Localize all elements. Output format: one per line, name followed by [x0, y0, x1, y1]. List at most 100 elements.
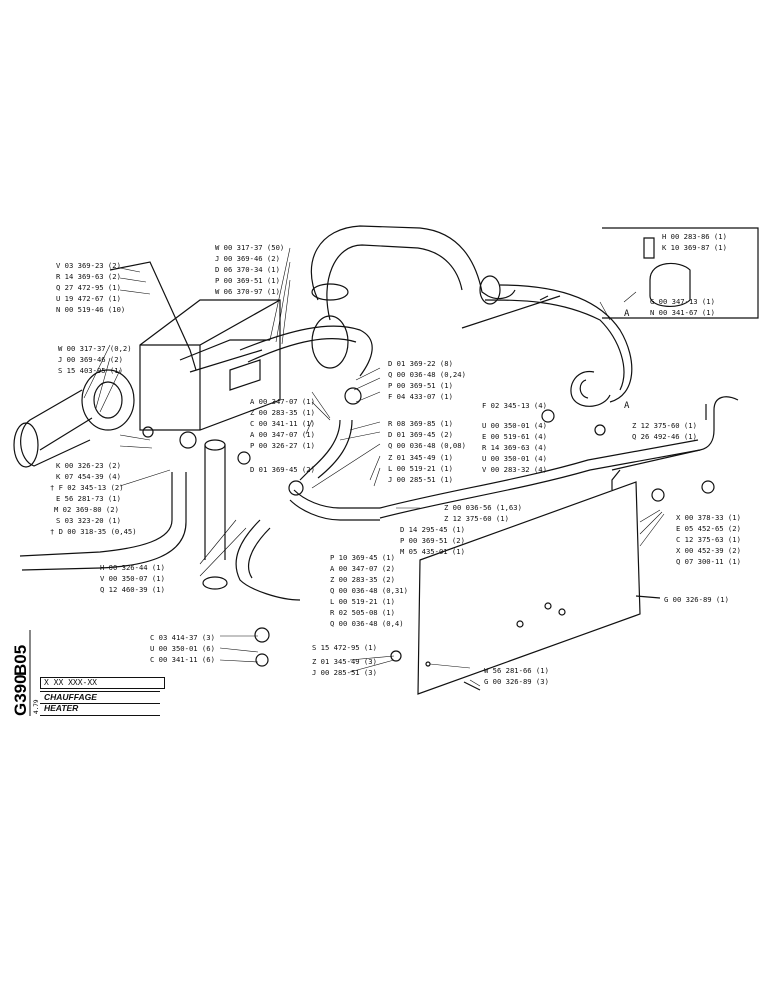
part-label: Q 27 472-95 (1) — [56, 283, 121, 292]
part-label: P 00 326-27 (1) — [250, 441, 315, 450]
part-labels: W 00 317-37 (50) J 00 369-46 (2) D 06 37… — [50, 232, 741, 686]
part-label: K 07 454-39 (4) — [56, 472, 121, 481]
part-label: X 00 378-33 (1) — [676, 513, 741, 522]
leader-lines — [83, 247, 665, 687]
center-pipe-top — [204, 439, 226, 451]
part-label: J 00 285-51 (1) — [388, 475, 453, 484]
part-label: U 00 350-01 (6) — [150, 644, 215, 653]
fitting — [344, 387, 362, 405]
title-english: HEATER — [44, 703, 79, 713]
part-label: R 08 369-85 (1) — [388, 419, 453, 428]
fitting — [142, 426, 154, 438]
part-label: G 00 347-13 (1) — [650, 297, 715, 306]
part-label: L 00 519-21 (1) — [388, 464, 453, 473]
part-label: R 14 369-63 (2) — [56, 272, 121, 281]
part-label: † D 00 318-35 (0,45) — [50, 527, 137, 536]
part-label: P 00 369-51 (1) — [215, 276, 280, 285]
part-label: F 04 433-07 (1) — [388, 392, 453, 401]
part-label: N 00 341-67 (1) — [650, 308, 715, 317]
left-hose — [19, 472, 187, 571]
inlet-mouth — [13, 422, 39, 468]
part-reference-box: X XX XXX-XX — [40, 677, 165, 689]
hose-b — [299, 419, 353, 481]
right-pipe — [379, 396, 739, 519]
part-label: K 00 326-23 (2) — [56, 461, 121, 470]
inset-frame — [602, 227, 759, 319]
part-label: A 00 347-07 (1) — [250, 397, 315, 406]
mounting-plate — [417, 481, 641, 695]
part-label: V 03 369-23 (2) — [56, 261, 121, 270]
duct-end-left — [311, 315, 349, 369]
part-label: C 12 375-63 (1) — [676, 535, 741, 544]
part-label: F 02 345-13 (4) — [482, 401, 547, 410]
duct-ring — [311, 283, 349, 301]
part-label: E 00 519-61 (4) — [482, 432, 547, 441]
part-label: Q 07 300-11 (1) — [676, 557, 741, 566]
part-label: R 02 505-08 (1) — [330, 608, 395, 617]
title-rule — [40, 715, 160, 716]
part-label: V 00 350-07 (1) — [100, 574, 165, 583]
fitting — [254, 627, 270, 643]
part-label: K 10 369-87 (1) — [662, 243, 727, 252]
part-label: G 00 326-89 (3) — [484, 677, 549, 686]
part-label: L 00 519-21 (1) — [330, 597, 395, 606]
part-label: Z 12 375-60 (1) — [632, 421, 697, 430]
fitting — [701, 480, 715, 494]
plate-hole — [516, 620, 524, 628]
part-label: Q 00 036-48 (0,31) — [330, 586, 408, 595]
part-label: Q 00 036-48 (0,4) — [330, 619, 404, 628]
callout-marker: A — [624, 401, 630, 411]
part-label: Q 12 460-39 (1) — [100, 585, 165, 594]
part-label: H 00 283-86 (1) — [662, 232, 727, 241]
duct-end-right — [479, 275, 501, 305]
part-label: G 00 326-89 (1) — [664, 595, 729, 604]
part-label: Q 00 036-48 (0,08) — [388, 441, 466, 450]
part-label: P 10 369-45 (1) — [330, 553, 395, 562]
fitting — [594, 424, 606, 436]
plate-hole — [544, 602, 552, 610]
plate-hole — [425, 661, 431, 667]
part-label: Z 00 283-35 (1) — [250, 408, 315, 417]
center-pipe — [204, 445, 226, 560]
part-label: W 56 281-66 (1) — [484, 666, 549, 675]
center-pipe-ring — [202, 576, 228, 590]
title-rule — [40, 691, 160, 692]
part-label: A 00 347-07 (1) — [250, 430, 315, 439]
plate-hole — [558, 608, 566, 616]
part-label: W 00 317-37 (50) — [215, 243, 284, 252]
fitting — [179, 431, 197, 449]
part-label: Z 01 345-49 (1) — [388, 453, 453, 462]
hose-d — [235, 519, 301, 601]
fitting — [237, 451, 251, 465]
part-label: J 00 369-46 (2) — [58, 355, 123, 364]
part-label: Z 12 375-60 (1) — [444, 514, 509, 523]
part-label: E 05 452-65 (2) — [676, 524, 741, 533]
part-label: M 02 369-80 (2) — [54, 505, 119, 514]
heater-detail — [179, 339, 270, 391]
hose-a — [239, 325, 373, 377]
fitting — [541, 409, 555, 423]
part-label: V 00 283-32 (4) — [482, 465, 547, 474]
part-label: E 56 281-73 (1) — [56, 494, 121, 503]
hose-clamp — [109, 261, 561, 371]
part-label: R 14 369-63 (4) — [482, 443, 547, 452]
part-label: J 00 369-46 (2) — [215, 254, 280, 263]
part-label: D 14 295-45 (1) — [400, 525, 465, 534]
part-label: C 00 341-11 (6) — [150, 655, 215, 664]
part-label: Q 26 492-46 (1) — [632, 432, 697, 441]
title-french: CHAUFFAGE — [44, 692, 97, 702]
part-label: U 19 472-67 (1) — [56, 294, 121, 303]
drawing-date: 4.79 — [33, 699, 40, 714]
part-reference: X XX XXX-XX — [44, 678, 97, 687]
drawing-lines — [13, 225, 759, 695]
part-label: Z 00 283-35 (2) — [330, 575, 395, 584]
part-label: P 00 369-51 (1) — [388, 381, 453, 390]
right-tube — [611, 449, 701, 490]
part-label: A 00 347-07 (2) — [330, 564, 395, 573]
part-label: H 00 326-44 (1) — [100, 563, 165, 572]
section-code: B05 — [11, 645, 30, 676]
heater-body — [139, 299, 281, 431]
part-label: D 06 370-34 (1) — [215, 265, 280, 274]
callout-marker: A — [624, 309, 630, 319]
